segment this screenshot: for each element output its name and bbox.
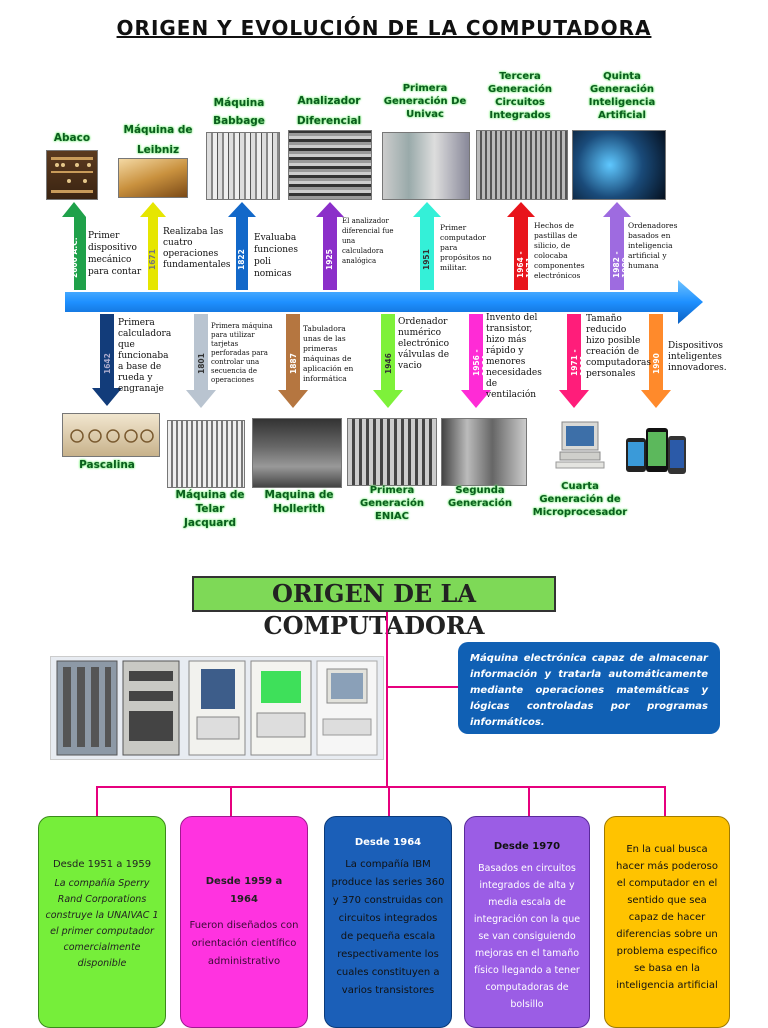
smartphone-icon — [626, 428, 686, 474]
gen-title-cuarta: Cuarta Generación de Microprocesador — [532, 481, 628, 518]
year-eniac: 1946 — [384, 353, 393, 374]
box-1964: Desde 1964 La compañía IBM produce las s… — [324, 816, 452, 1028]
desc-jacquard: Primera máquina para utilizar tarjetas p… — [211, 322, 273, 384]
abaco-photo — [46, 150, 98, 200]
connector-drop-5 — [664, 786, 666, 818]
desc-univac: Primer computador para propósitos no mil… — [440, 223, 492, 272]
desc-abaco: Primer dispositivo mecánico para contar — [88, 231, 142, 277]
arrow-down-pascalina — [92, 314, 122, 406]
box-1964-heading: Desde 1964 — [354, 837, 422, 848]
segunda-photo — [441, 418, 527, 486]
arrow-up-univac — [413, 202, 441, 290]
desc-eniac: Ordenador numérico electrónico válvulas … — [398, 317, 450, 371]
connector-vertical — [386, 612, 388, 788]
circuitos-photo — [476, 130, 568, 200]
up-arrows — [62, 202, 631, 290]
pascalina-photo — [62, 413, 160, 457]
gen-title-leibniz: Máquina de Leibniz — [123, 124, 193, 156]
desc-circuitos: Hechos de pastillas de silicio, de coloc… — [534, 221, 585, 280]
computer-evolution-icons — [56, 660, 378, 756]
connector-horizontal — [96, 786, 666, 788]
box-1959-heading: Desde 1959 a 1964 — [205, 876, 283, 905]
ia-photo — [572, 130, 666, 200]
desc-cuarta: Tamaño reducido hizo posible creación de… — [586, 314, 651, 379]
gen-title-abaco: Abaco — [53, 132, 91, 144]
arrow-up-ia — [603, 202, 631, 290]
arrow-down-jacquard — [186, 314, 216, 408]
connector-drop-4 — [528, 786, 530, 818]
timeline-arrow — [65, 280, 703, 324]
box-1951-heading: Desde 1951 a 1959 — [52, 859, 152, 870]
gears-icon — [70, 429, 154, 443]
desc-segunda: Invento del transistor, hizo más rápido … — [486, 313, 542, 400]
jacquard-photo — [167, 420, 245, 488]
box-1970-text: Basados en circuitos integrados de alta … — [473, 863, 581, 1010]
desc-ia: Ordenadores basados en inteligencia arti… — [628, 221, 678, 270]
page-title: ORIGEN Y EVOLUCIÓN DE LA COMPUTADORA — [116, 16, 652, 40]
arrow-up-analizador — [316, 202, 344, 290]
babbage-photo — [206, 132, 280, 200]
desc-hollerith: Tabuladora unas de las primeras máquinas… — [303, 324, 354, 383]
gen-title-ia: Quinta Generación Inteligencia Artificia… — [588, 71, 656, 121]
gen-title-babbage: Máquina Babbage — [213, 97, 265, 127]
pc-photo — [552, 420, 608, 470]
univac-photo — [382, 132, 470, 200]
definition-box: Máquina electrónica capaz de almacenar i… — [458, 642, 720, 734]
org-title: ORIGEN DE LA COMPUTADORA — [192, 576, 556, 640]
gen-title-segunda: Segunda Generación — [448, 485, 512, 509]
box-ia-text: En la cual busca hacer más poderoso el c… — [616, 844, 718, 991]
arrow-up-babbage — [228, 202, 256, 290]
connector-drop-3 — [388, 786, 390, 818]
box-1970: Desde 1970 Basados en circuitos integrad… — [464, 816, 590, 1028]
gen-title-pascalina: Pascalina — [79, 459, 135, 471]
gen-title-univac: Primera Generación De Univac — [383, 83, 467, 120]
gen-title-eniac: Primera Generación ENIAC — [360, 485, 424, 522]
desc-babbage: Evaluaba funciones poli nomicas — [254, 233, 299, 279]
box-1959: Desde 1959 a 1964 Fueron diseñados con o… — [180, 816, 308, 1028]
gen-title-analizador: Analizador Diferencial — [296, 95, 362, 127]
year-1990: 1990 — [652, 353, 661, 374]
desc-leibniz: Realizaba las cuatro operaciones fundame… — [163, 227, 231, 270]
year-pascalina: 1642 — [103, 353, 112, 374]
box-1951: Desde 1951 a 1959 La compañía Sperry Ran… — [38, 816, 166, 1028]
desc-1990: Dispositivos inteligentes innovadores. — [668, 341, 727, 373]
connector-drop-1 — [96, 786, 98, 818]
down-arrows — [92, 314, 671, 408]
year-jacquard: 1801 — [197, 353, 206, 374]
smartphones-photo — [624, 424, 688, 480]
desc-pascalina: Primera calculadora que funcionaba a bas… — [118, 318, 172, 394]
connector-to-definition — [386, 686, 458, 688]
desc-analizador: El analizador diferencial fue una calcul… — [342, 217, 394, 265]
box-1951-text: La compañía Sperry Rand Corporations con… — [45, 878, 159, 969]
hollerith-photo — [252, 418, 342, 488]
box-ia: En la cual busca hacer más poderoso el c… — [604, 816, 730, 1028]
arrow-down-eniac — [373, 314, 403, 408]
box-1964-text: La compañía IBM produce las series 360 y… — [331, 859, 445, 996]
arrow-up-leibniz — [140, 202, 166, 290]
arrow-down-cuarta — [559, 314, 589, 408]
gen-title-circuitos: Tercera Generación Circuitos Integrados — [488, 71, 552, 121]
arrow-down-hollerith — [278, 314, 308, 408]
desktop-computer-icon — [555, 421, 605, 469]
arrow-up-abaco — [62, 202, 86, 290]
computers-strip — [50, 656, 384, 760]
arrow-up-circuitos — [507, 202, 535, 290]
connector-drop-2 — [230, 786, 232, 818]
timeline-graphic — [65, 280, 703, 324]
arrow-down-segunda — [461, 314, 491, 408]
abacus-icon — [51, 157, 93, 193]
year-hollerith: 1887 — [289, 353, 298, 374]
box-1970-heading: Desde 1970 — [493, 841, 561, 852]
gen-title-hollerith: Maquina de Hollerith — [264, 489, 334, 515]
leibniz-photo — [118, 158, 188, 198]
arrow-down-1990 — [641, 314, 671, 408]
gen-title-jacquard: Máquina de Telar Jacquard — [175, 489, 245, 529]
box-1959-text: Fueron diseñados con orientación científ… — [189, 920, 299, 967]
eniac-photo — [347, 418, 437, 486]
analizador-photo — [288, 130, 372, 200]
